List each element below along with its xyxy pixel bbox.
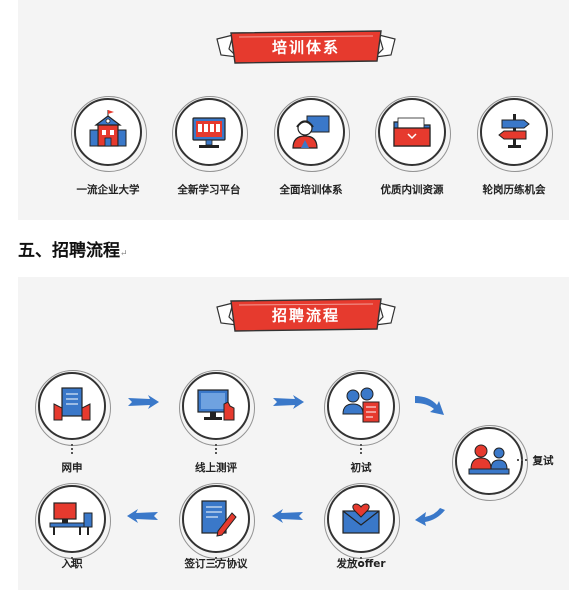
section-heading: 五、招聘流程↵	[18, 236, 128, 261]
connector-dots	[215, 557, 217, 569]
offer-envelope-icon	[324, 483, 400, 559]
step-label: 发放offer	[336, 558, 386, 570]
training-item-label: 全面培训体系	[279, 184, 343, 196]
onboarding-desk-icon	[35, 483, 111, 559]
monitor-platform-icon	[172, 96, 248, 172]
connector-dots	[517, 459, 527, 461]
online-test-icon	[179, 370, 255, 446]
first-interview-icon	[324, 370, 400, 446]
arrow-right-icon	[128, 395, 159, 409]
step-label: 签订三方协议	[184, 558, 248, 570]
training-system-panel: 培训体系 一流企业大学 全新学习平台	[18, 0, 569, 220]
online-application-icon	[35, 370, 111, 446]
recruitment-banner: 招聘流程	[211, 295, 401, 339]
arrow-down-left-icon	[415, 508, 445, 526]
recruitment-process-panel: 招聘流程 网申 线上测评	[18, 277, 569, 590]
step-label: 复试	[532, 455, 554, 467]
training-item-label: 全新学习平台	[177, 184, 241, 196]
training-item-label: 轮岗历练机会	[482, 184, 546, 196]
second-interview-icon	[452, 425, 528, 501]
sign-agreement-icon	[179, 483, 255, 559]
connector-dots	[360, 444, 362, 456]
step-label: 入职	[61, 558, 83, 570]
training-item-label: 一流企业大学	[76, 184, 140, 196]
connector-dots	[360, 557, 362, 569]
step-label: 网申	[61, 462, 83, 474]
arrow-right-icon	[273, 395, 304, 409]
return-mark: ↵	[120, 249, 128, 259]
university-building-icon	[71, 96, 147, 172]
connector-dots	[215, 444, 217, 456]
training-item-label: 优质内训资源	[380, 184, 444, 196]
trainer-headset-icon	[274, 96, 350, 172]
arrow-left-icon	[127, 509, 158, 523]
step-label: 初试	[350, 462, 372, 474]
arrow-down-right-icon	[415, 396, 444, 415]
training-banner: 培训体系	[211, 27, 401, 71]
section-heading-text: 五、招聘流程	[18, 241, 120, 261]
arrow-left-icon	[272, 509, 303, 523]
step-label: 线上测评	[195, 462, 237, 474]
connector-dots	[71, 444, 73, 456]
connector-dots	[71, 557, 73, 569]
training-banner-title: 培训体系	[271, 38, 341, 57]
signpost-icon	[477, 96, 553, 172]
banner-ribbon-icon	[216, 30, 396, 64]
banner-ribbon-icon	[216, 298, 396, 332]
recruitment-banner-title: 招聘流程	[271, 306, 341, 325]
folder-resource-icon	[375, 96, 451, 172]
